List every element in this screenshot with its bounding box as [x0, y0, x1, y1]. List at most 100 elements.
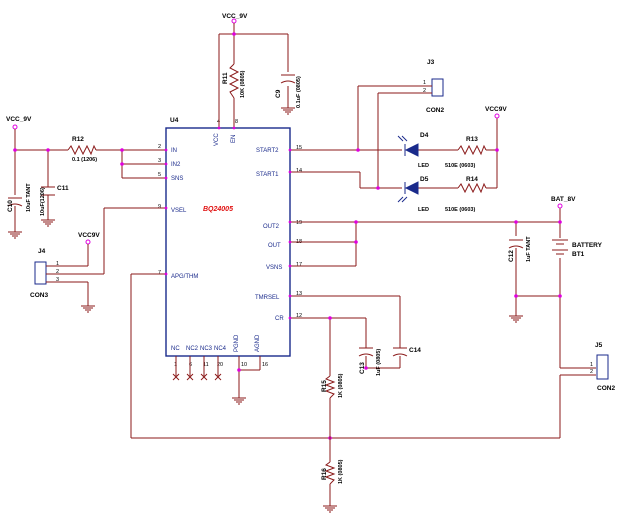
r13-ref: R13 [466, 136, 478, 143]
chip-body [165, 127, 291, 357]
pin-label-in: IN [171, 148, 177, 154]
resistor-r13 [457, 144, 487, 156]
d5-ref: D5 [420, 176, 429, 183]
apg-thm-wiring [130, 273, 596, 440]
ground-symbol-j4 [81, 305, 95, 313]
r16-value: 1K (0805) [338, 459, 344, 484]
pin-label-sns: SNS [171, 176, 183, 182]
r14-ref: R14 [466, 176, 478, 183]
r15-ref: R15 [321, 380, 328, 392]
j3-name: CON2 [426, 107, 444, 114]
c13-value: 1uF (0805) [376, 349, 382, 376]
resistor-r15 [324, 375, 336, 399]
pin-label-out: OUT [268, 243, 281, 249]
pin-label-out2: OUT2 [263, 224, 280, 230]
j4-pin3: 3 [56, 277, 59, 283]
r16-ref: R16 [321, 468, 328, 480]
c11-value: 10uF(1206) [40, 187, 46, 216]
j5-ref: J5 [595, 342, 603, 349]
d4-ref: D4 [420, 132, 429, 139]
net-label-bat: BAT_8V [551, 196, 576, 203]
pin-num-19: 19 [296, 220, 302, 226]
j4-pin2: 2 [56, 269, 59, 275]
j5-pin1: 1 [590, 362, 593, 368]
connector-j4 [34, 261, 47, 285]
start-wiring [290, 85, 499, 190]
capacitor-c13 [358, 347, 374, 357]
net-label-vcc9v-top: VCC_9V [222, 13, 248, 20]
top-wiring [218, 23, 289, 128]
chip-ref: U4 [170, 117, 179, 124]
pin-num-17: 17 [296, 262, 302, 268]
pin-num-9: 9 [158, 204, 161, 210]
battery-bt1 [552, 239, 568, 255]
capacitor-c10 [7, 197, 23, 213]
pin-num-5: 5 [158, 172, 161, 178]
j3-pin1: 1 [423, 80, 426, 86]
pin-label-nc3: NC3 [200, 346, 213, 352]
ground-symbol-c10 [8, 231, 22, 239]
chip-name: BQ24005 [203, 206, 233, 213]
net-label-vcc9v-left: VCC_9V [6, 116, 32, 123]
bt1-value: BATTERY [572, 242, 603, 249]
r11-ref: R11 [222, 72, 229, 84]
c11-ref: C11 [57, 185, 69, 192]
connector-j3 [431, 78, 444, 97]
power-port-bat [557, 203, 563, 209]
led-d4 [397, 135, 419, 157]
chip-pin-stubs [164, 126, 292, 320]
pin-label-cr: CR [275, 316, 284, 322]
pin-num-11: 11 [203, 362, 209, 368]
r12-ref: R12 [72, 136, 84, 143]
net-label-vcc9v-led: VCC9V [485, 106, 507, 113]
pin-label-nc: NC [171, 346, 180, 352]
r13-value: 510E (0603) [445, 163, 475, 169]
j4-wiring [46, 207, 166, 306]
pin-num-6: 6 [189, 362, 192, 368]
pin-label-vcc: VCC [214, 133, 220, 146]
power-port-vcc9v-j4 [85, 239, 91, 245]
resistor-r11 [228, 63, 240, 99]
left-input-wiring [13, 129, 166, 232]
r11-value: 10K (0805) [240, 70, 246, 98]
j3-pin2: 2 [423, 88, 426, 94]
power-port-vcc9v-top [231, 18, 237, 24]
out-wiring [290, 208, 596, 369]
j5-pin2: 2 [590, 369, 593, 375]
j4-pin1: 1 [56, 261, 59, 267]
power-port-vcc9v-left [12, 124, 18, 130]
ground-symbol-chip [232, 397, 246, 405]
capacitor-c11 [41, 186, 55, 196]
nc-markers [172, 356, 222, 381]
pin-label-apg: APG/THM [171, 274, 198, 280]
pin-label-in2: IN2 [171, 162, 181, 168]
resistor-r14 [457, 182, 487, 194]
pin-num-13: 13 [296, 291, 302, 297]
c14-ref: C14 [409, 347, 421, 354]
capacitor-c12 [508, 239, 524, 262]
pin-num-16: 16 [262, 362, 268, 368]
pin-label-nc2: NC2 [186, 346, 199, 352]
pin-num-10: 10 [241, 362, 247, 368]
power-port-vcc9v-led [494, 113, 500, 119]
bt1-ref: BT1 [572, 251, 585, 258]
pin-num-12: 12 [296, 313, 302, 319]
tmr-cr-wiring [290, 295, 401, 506]
j3-ref: J3 [427, 59, 435, 66]
j4-name: CON3 [30, 292, 48, 299]
ground-symbol-c9 [281, 107, 295, 115]
j4-ref: J4 [38, 248, 46, 255]
pin-label-agnd: AGND [255, 334, 261, 352]
pin-num-2: 2 [158, 144, 161, 150]
ground-symbol-r16 [323, 505, 337, 513]
c12-ref: C12 [508, 250, 515, 262]
c13-ref: C13 [359, 362, 366, 374]
c12-value: 1uF TANT [526, 236, 532, 262]
ground-symbol-c12 [509, 315, 523, 323]
pin-label-pgnd: PGND [234, 334, 240, 352]
pin-num-7: 7 [158, 270, 161, 276]
resistor-r12 [67, 144, 97, 156]
d5-value: LED [418, 207, 429, 213]
pin-num-8: 8 [235, 119, 238, 125]
